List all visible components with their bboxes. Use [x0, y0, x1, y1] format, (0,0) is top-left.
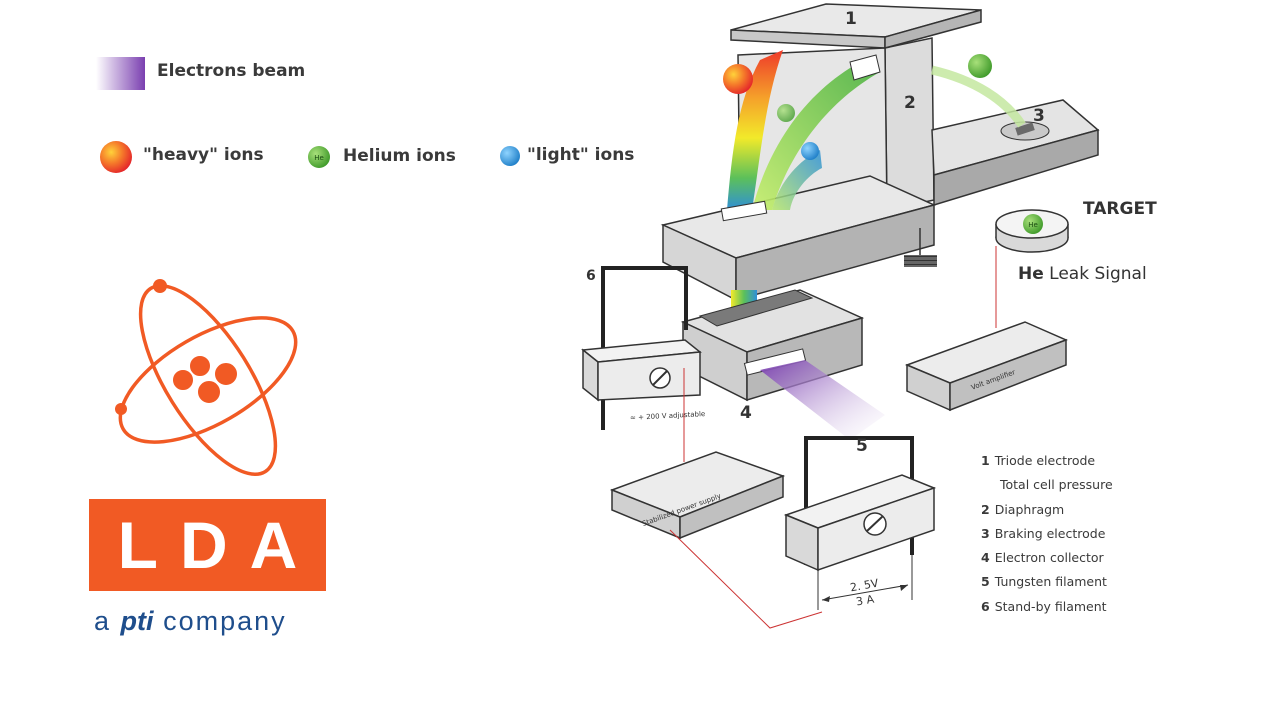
helium-transmitted-arc	[930, 65, 1026, 128]
tagline-post: company	[163, 606, 287, 636]
target-label: TARGET	[1083, 199, 1157, 219]
legend-electron-beam-label: Electrons beam	[157, 61, 306, 81]
legend-light-ions-label: "light" ions	[527, 145, 635, 165]
key-item: Total cell pressure	[1000, 477, 1113, 493]
light-ion-icon	[500, 146, 520, 166]
legend-helium-ions-label: Helium ions	[343, 146, 456, 166]
tagline-brand: pti	[120, 606, 154, 636]
atom-logo-icon	[118, 283, 298, 477]
light-ion-arc	[772, 150, 822, 210]
diagram-number-6: 6	[586, 268, 596, 284]
logo-tagline: a pti company	[94, 606, 287, 637]
helium-ion-icon	[308, 146, 330, 168]
helium-ion-arc	[752, 62, 880, 210]
diagram-number-1: 1	[845, 9, 857, 29]
legend-heavy-ions-label: "heavy" ions	[143, 145, 264, 165]
helium-ion-symbol: He	[314, 154, 324, 162]
diagram-number-4: 4	[740, 403, 752, 423]
heavy-ion-icon	[100, 141, 132, 173]
tagline-pre: a	[94, 606, 112, 636]
light-ion-particle	[801, 142, 819, 160]
lda-logo: LDA	[89, 499, 326, 591]
electron-beam-swatch	[96, 57, 145, 90]
diagram-number-2: 2	[904, 93, 916, 113]
helium-transmitted-particle	[968, 54, 992, 78]
heavy-ion-particle	[723, 64, 753, 94]
leak-he-symbol: He	[1018, 264, 1044, 284]
diagram-number-5: 5	[856, 436, 868, 456]
helium-ion-particle	[777, 104, 795, 122]
lda-logo-letters: LDA	[117, 508, 320, 582]
svg-text:He: He	[1028, 221, 1038, 229]
ground-symbol	[904, 255, 937, 267]
heavy-ion-arc	[727, 50, 783, 210]
electron-beam-ray	[760, 360, 885, 440]
leak-signal-label: He Leak Signal	[1018, 264, 1147, 284]
target-helium-icon	[1023, 214, 1043, 234]
diagram-number-3: 3	[1033, 106, 1045, 126]
diaphragm-post	[884, 37, 935, 211]
leak-signal-text: Leak Signal	[1049, 264, 1147, 284]
